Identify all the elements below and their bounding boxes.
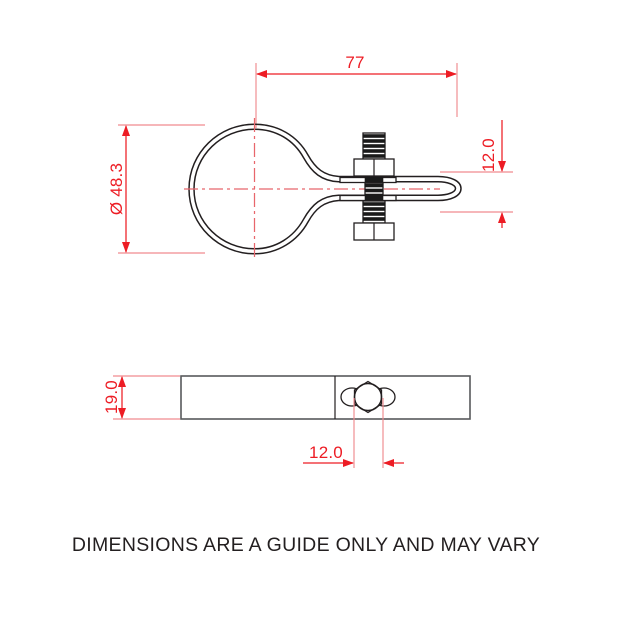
dimension-ring-diameter-label: Ø 48.3 — [107, 163, 126, 215]
bolt-thread-upper — [362, 132, 386, 160]
drawing-caption: DIMENSIONS ARE A GUIDE ONLY AND MAY VARY — [72, 534, 540, 556]
dimension-bolt-offset-label: 12.0 — [479, 138, 498, 172]
side-view-hex-nut — [340, 380, 396, 414]
dimension-band-height: 19.0 — [102, 375, 180, 420]
dimension-nut-width-label: 12.0 — [309, 443, 343, 462]
bolt-thread-lower — [362, 200, 386, 224]
plan-view-clamp-body — [188, 123, 462, 255]
dimension-overall-length: 77 — [255, 53, 458, 128]
plan-view-centerlines — [184, 118, 440, 260]
dimension-band-height-label: 19.0 — [102, 380, 121, 414]
dimension-nut-width: 12.0 — [303, 398, 404, 468]
dimension-bolt-offset: 12.0 — [440, 120, 513, 228]
dimension-overall-length-label: 77 — [345, 53, 364, 72]
hex-nut-lower — [353, 222, 395, 241]
hex-nut-upper — [353, 158, 395, 177]
side-view-band — [180, 375, 471, 420]
plan-view-bolt-assembly — [339, 132, 397, 241]
dimension-ring-diameter: Ø 48.3 — [107, 124, 205, 254]
